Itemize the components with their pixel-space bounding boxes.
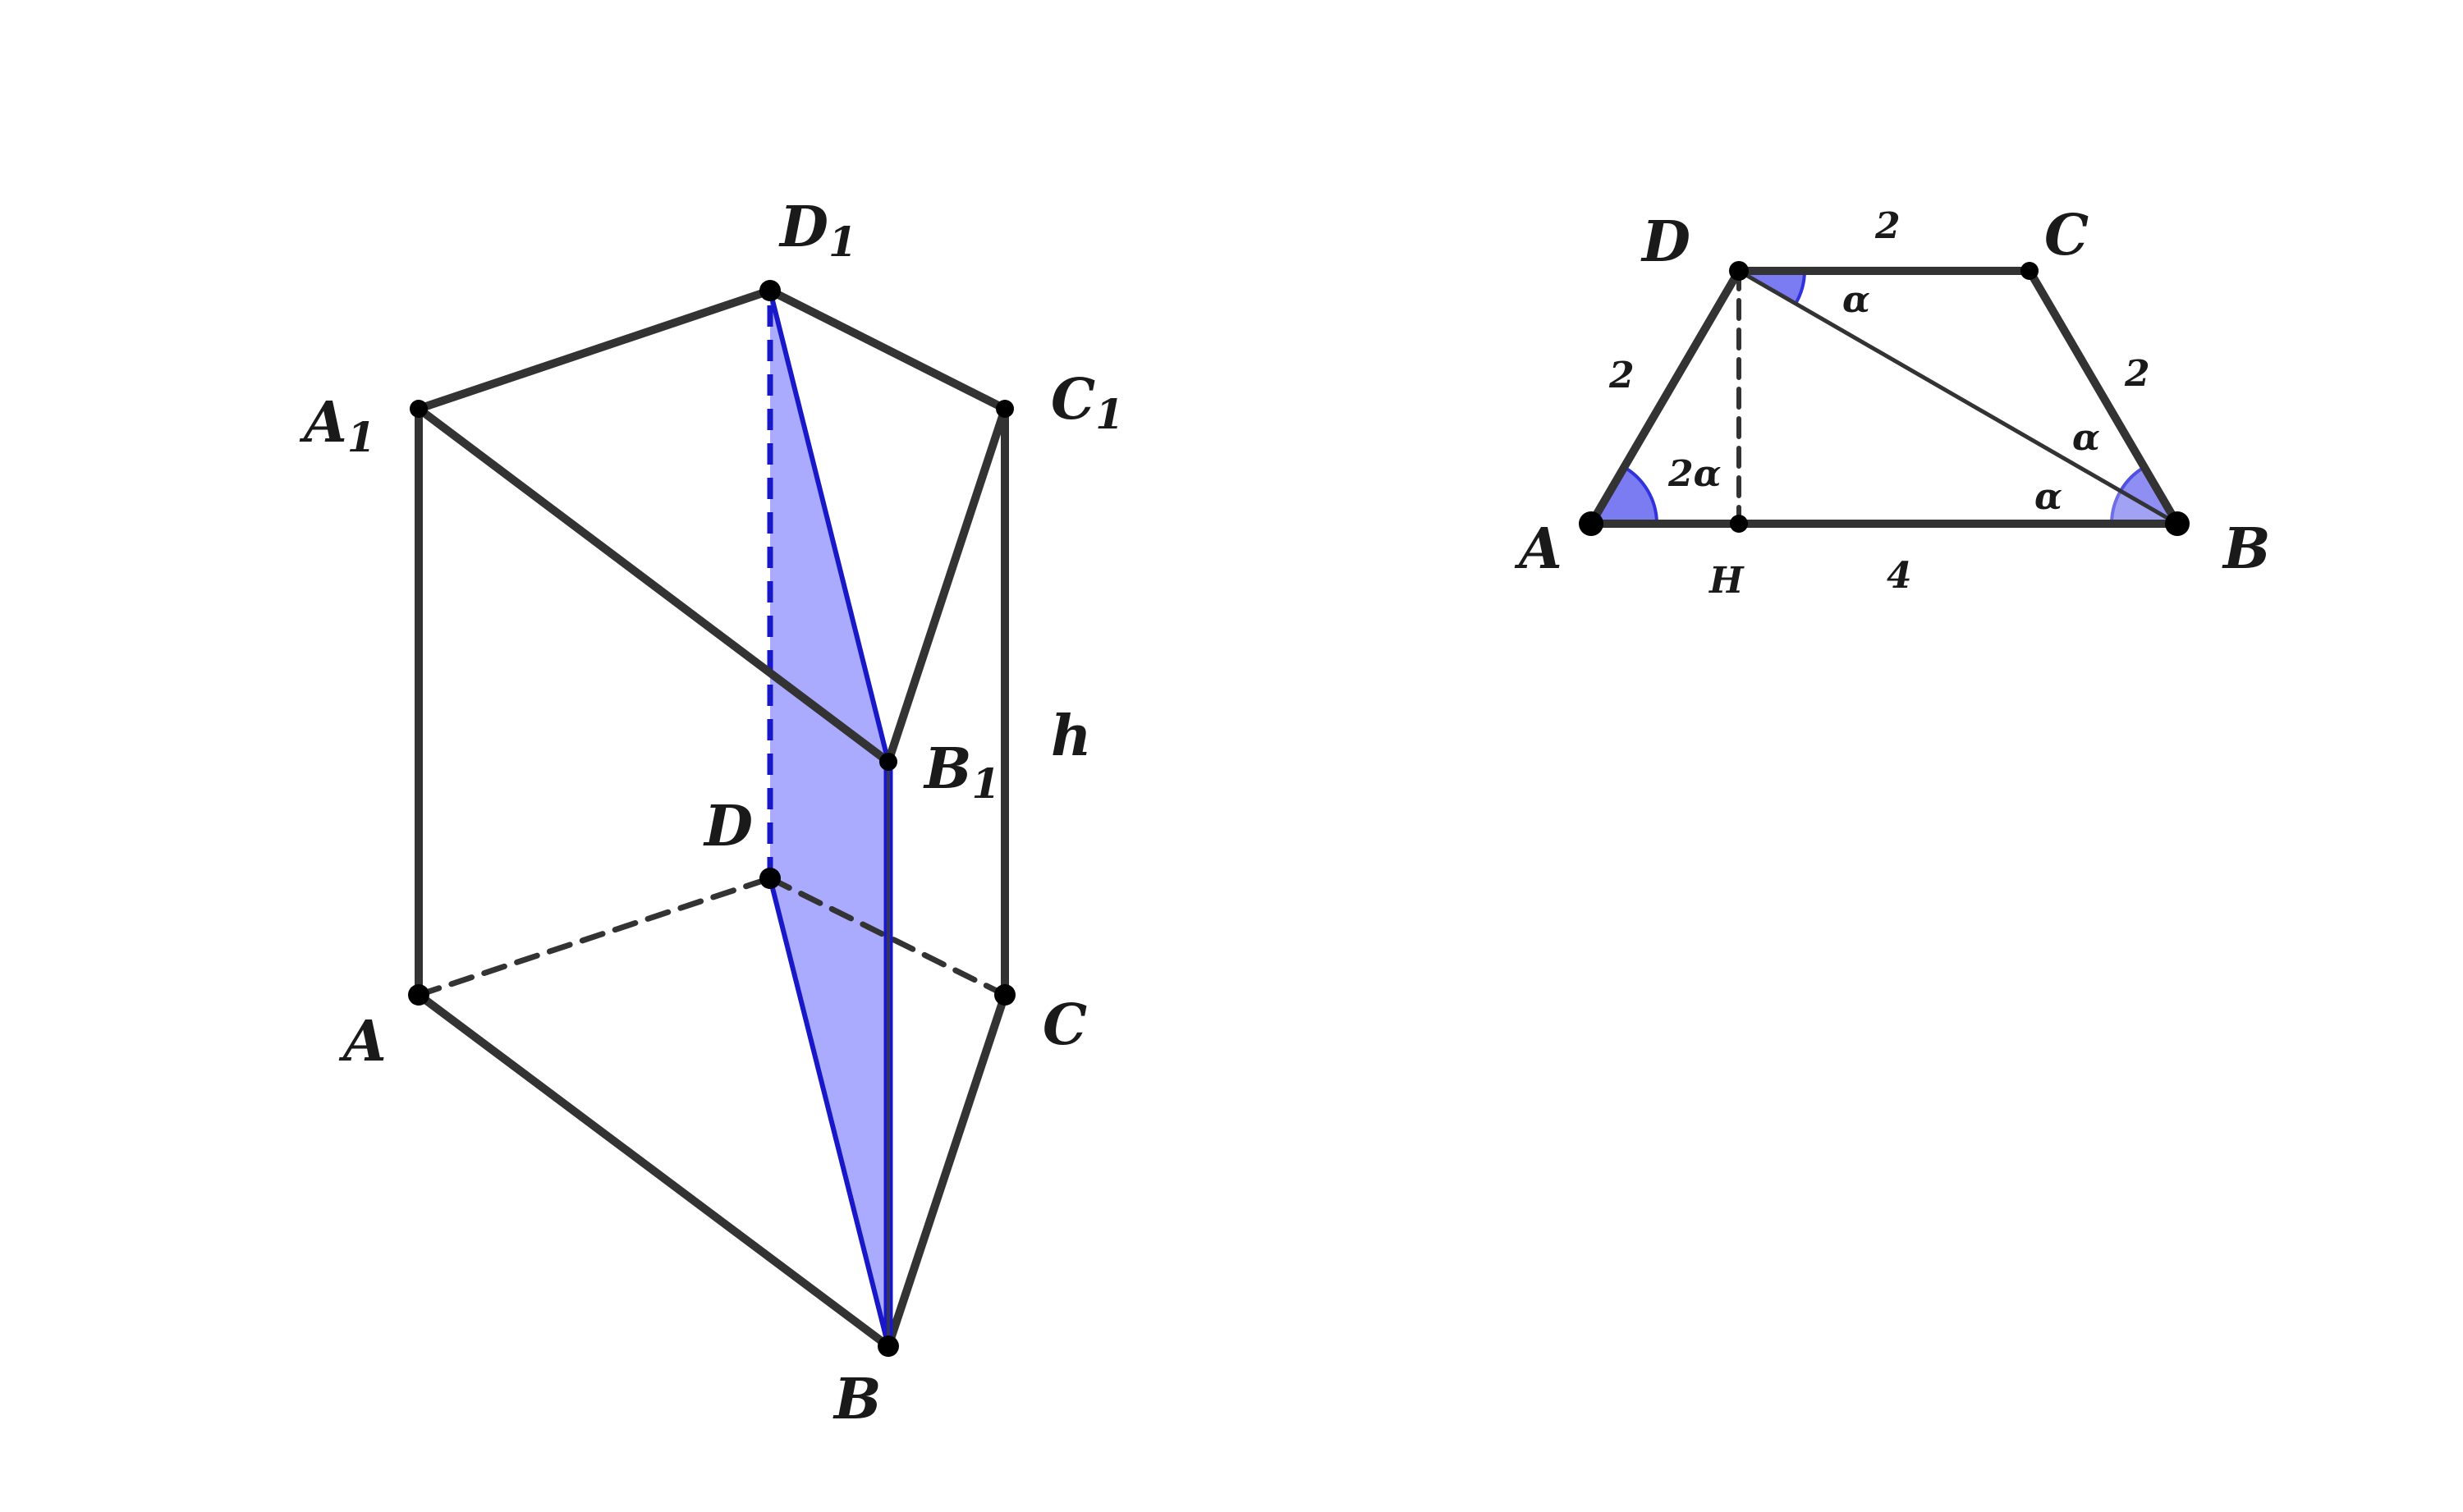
- diagonal-DB: [1736, 268, 2180, 526]
- vertex-A: [408, 984, 429, 1006]
- label-C1-letter: C: [1051, 367, 1095, 433]
- label-A1-letter: A: [299, 390, 347, 456]
- trap-vertex-B: [2165, 511, 2190, 536]
- trapezoid: A B C D H 2 2 2 4 2α α α α: [1514, 203, 2270, 602]
- vertex-C: [994, 984, 1016, 1006]
- side-CB: [2025, 267, 2181, 528]
- label-B1: B1: [923, 736, 1000, 808]
- label-A: A: [338, 1009, 387, 1074]
- label-D: D: [703, 794, 753, 859]
- edge-DC-hidden: [767, 875, 1008, 998]
- label-B: B: [832, 1367, 881, 1432]
- trap-label-D: D: [1640, 209, 1690, 275]
- angle-label-A: 2α: [1667, 453, 1721, 495]
- trap-vertex-H: [1730, 515, 1748, 533]
- prism: A B C D A1 B1 C1 D1 h: [299, 195, 1124, 1432]
- vertex-A1: [410, 400, 428, 418]
- angle-label-D: α: [1842, 279, 1870, 321]
- side-label-top: 2: [1874, 205, 1901, 247]
- edge-B1C1: [884, 405, 1009, 766]
- edge-D1C1: [766, 286, 1009, 413]
- trap-vertex-C: [2020, 262, 2039, 280]
- angle-label-B-upper: α: [2072, 417, 2100, 459]
- trap-label-C: C: [2044, 203, 2089, 268]
- label-D1-sub: 1: [828, 218, 857, 266]
- trap-label-A: A: [1514, 516, 1562, 582]
- side-label-bottom: 4: [1887, 555, 1912, 597]
- label-B1-letter: B: [923, 736, 971, 802]
- vertex-D: [759, 868, 781, 889]
- label-D1-letter: D: [778, 195, 828, 260]
- trap-vertex-D: [1729, 261, 1749, 281]
- vertex-B: [878, 1336, 899, 1357]
- trap-label-H: H: [1708, 560, 1745, 602]
- vertex-B1: [879, 753, 897, 771]
- label-C: C: [1043, 992, 1087, 1058]
- section-edge-DB: [768, 877, 891, 1347]
- label-D1: D1: [778, 195, 857, 266]
- edge-A1D1: [415, 286, 774, 413]
- edge-A1B1: [415, 405, 892, 766]
- edge-AD-hidden: [415, 875, 773, 998]
- label-C1-sub: 1: [1095, 390, 1124, 438]
- label-B1-sub: 1: [971, 759, 1000, 808]
- trap-label-B: B: [2222, 516, 2270, 582]
- side-label-right: 2: [2124, 353, 2150, 395]
- section-edge-D1B1: [768, 290, 891, 763]
- edge-BC: [884, 991, 1009, 1350]
- side-label-left: 2: [1608, 355, 1635, 396]
- trap-vertex-A: [1579, 511, 1603, 536]
- label-height: h: [1051, 703, 1091, 769]
- label-A1-sub: 1: [347, 413, 376, 461]
- label-A1: A1: [299, 390, 376, 461]
- angle-label-B-lower: α: [2034, 476, 2062, 518]
- vertex-C1: [996, 400, 1014, 418]
- edge-AB: [415, 991, 892, 1350]
- side-AD: [1587, 267, 1743, 528]
- section-plane: [770, 291, 888, 1346]
- vertex-D1: [759, 280, 781, 301]
- label-C1: C1: [1051, 367, 1124, 438]
